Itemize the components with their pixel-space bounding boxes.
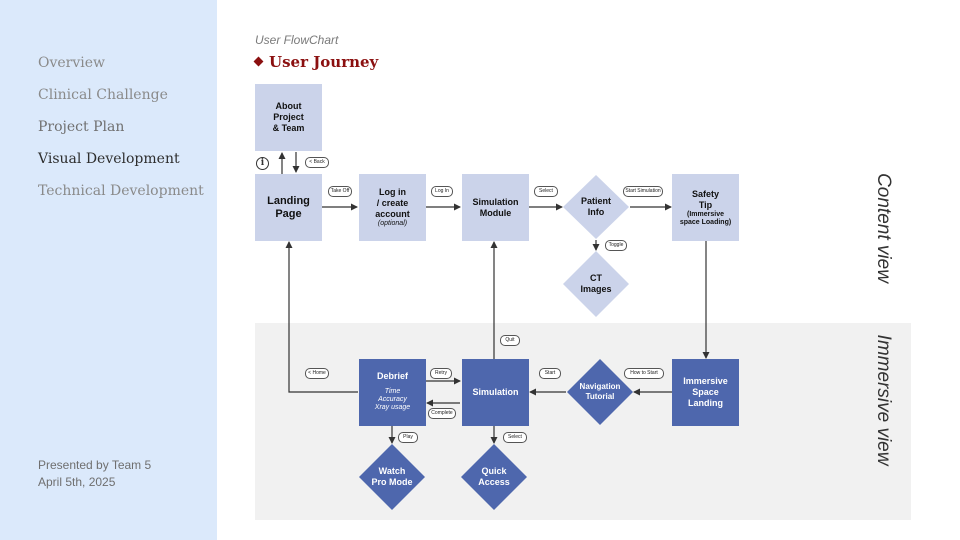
date-text: April 5th, 2025 — [38, 475, 116, 489]
sidebar: Overview Clinical Challenge Project Plan… — [0, 0, 217, 540]
node-simulation: Simulation — [462, 359, 529, 426]
label-how-to-start: How to Start — [624, 368, 664, 379]
node-about-line1: About — [275, 101, 302, 111]
node-simmodule-line1: Simulation — [472, 196, 519, 207]
node-about-line2: Project — [273, 112, 304, 122]
node-quick-line2: Access — [478, 477, 510, 487]
node-immersive-line1: Immersive — [683, 376, 728, 386]
page-subtitle: User FlowChart — [255, 33, 339, 47]
node-watchpro-line2: Pro Mode — [371, 477, 413, 487]
node-login-note: (optional) — [377, 220, 408, 227]
nav-item-clinical-challenge[interactable]: Clinical Challenge — [38, 87, 168, 103]
node-safety-tip: Safety Tip (Immersive space Loading) — [672, 174, 739, 241]
node-patient-line2: Info — [587, 207, 605, 217]
patient-info-diamond — [563, 175, 629, 239]
node-debrief-accuracy: Accuracy — [378, 396, 407, 403]
label-toggle: Toggle — [605, 240, 627, 251]
node-debrief-time: Time — [384, 388, 401, 395]
node-quick-line1: Quick — [481, 466, 507, 476]
label-complete: Complete — [428, 408, 456, 419]
node-ct-line1: CT — [590, 273, 602, 283]
node-landing-page: Landing Page — [255, 174, 322, 241]
node-debrief-xray: Xray usage — [374, 404, 411, 411]
watch-pro-diamond — [359, 444, 425, 510]
content-view-label: Content view — [873, 173, 894, 283]
node-landing-line1: Landing — [267, 194, 310, 207]
node-navigation-tutorial: Navigation Tutorial — [567, 359, 633, 425]
node-immersive-line2: Space — [692, 387, 719, 397]
nav-item-project-plan[interactable]: Project Plan — [38, 119, 125, 135]
label-select: Select — [534, 186, 558, 197]
quick-access-diamond — [461, 444, 527, 510]
arrow-debrief-landing — [285, 241, 358, 393]
label-start-simulation: Start Simulation — [623, 186, 663, 197]
node-immersive-line3: Landing — [688, 398, 723, 408]
label-play: Play — [398, 432, 418, 443]
node-login: Log in / create account (optional) — [359, 174, 426, 241]
node-watch-pro-mode: Watch Pro Mode — [359, 444, 425, 510]
nav-item-visual-development[interactable]: Visual Development — [38, 151, 180, 167]
label-retry: Retry — [430, 368, 452, 379]
node-login-line1: Log in — [379, 187, 406, 197]
node-simulation-module: Simulation Module — [462, 174, 529, 241]
node-debrief-title: Debrief — [376, 371, 408, 381]
node-patient-line1: Patient — [580, 196, 611, 206]
node-ct-line2: Images — [580, 284, 612, 294]
node-immersive-landing: Immersive Space Landing — [672, 359, 739, 426]
node-safety-line2: Tip — [698, 199, 713, 210]
node-tutorial-line2: Tutorial — [585, 392, 615, 401]
presenter-text: Presented by Team 5 — [38, 458, 152, 472]
label-log-in: Log In — [431, 186, 453, 197]
label-home: < Home — [305, 368, 329, 379]
nav-item-technical-development[interactable]: Technical Development — [38, 183, 204, 199]
node-simulation-label: Simulation — [472, 387, 519, 397]
node-about-project: About Project & Team — [255, 84, 322, 151]
label-start: Start — [539, 368, 561, 379]
label-quit: Quit — [500, 335, 520, 346]
immersive-view-label: Immersive view — [873, 334, 894, 466]
page-title: User Journey — [253, 53, 379, 71]
page-title-text: User Journey — [269, 53, 379, 71]
node-landing-line2: Page — [275, 207, 302, 220]
node-tutorial-line1: Navigation — [579, 382, 621, 391]
node-patient-info: Patient Info — [563, 175, 629, 239]
label-take-off: Take Off — [328, 186, 352, 197]
node-login-line3: account — [375, 209, 410, 219]
label-back: < Back — [305, 157, 329, 168]
node-quick-access: Quick Access — [461, 444, 527, 510]
node-safety-note: (Immersive space Loading) — [679, 210, 732, 226]
node-debrief: Debrief Time Accuracy Xray usage — [359, 359, 426, 426]
nav-tutorial-diamond — [567, 359, 633, 425]
node-login-line2: / create — [376, 198, 409, 208]
node-simmodule-line2: Module — [479, 207, 512, 218]
info-icon[interactable]: i — [256, 157, 269, 170]
node-about-line3: & Team — [272, 123, 305, 133]
label-select-quick: Select — [503, 432, 527, 443]
node-ct-images: CT Images — [563, 251, 629, 317]
nav-item-overview[interactable]: Overview — [38, 55, 106, 71]
ct-images-diamond — [563, 251, 629, 317]
node-safety-line1: Safety — [691, 188, 719, 199]
node-watchpro-line1: Watch — [378, 466, 406, 476]
